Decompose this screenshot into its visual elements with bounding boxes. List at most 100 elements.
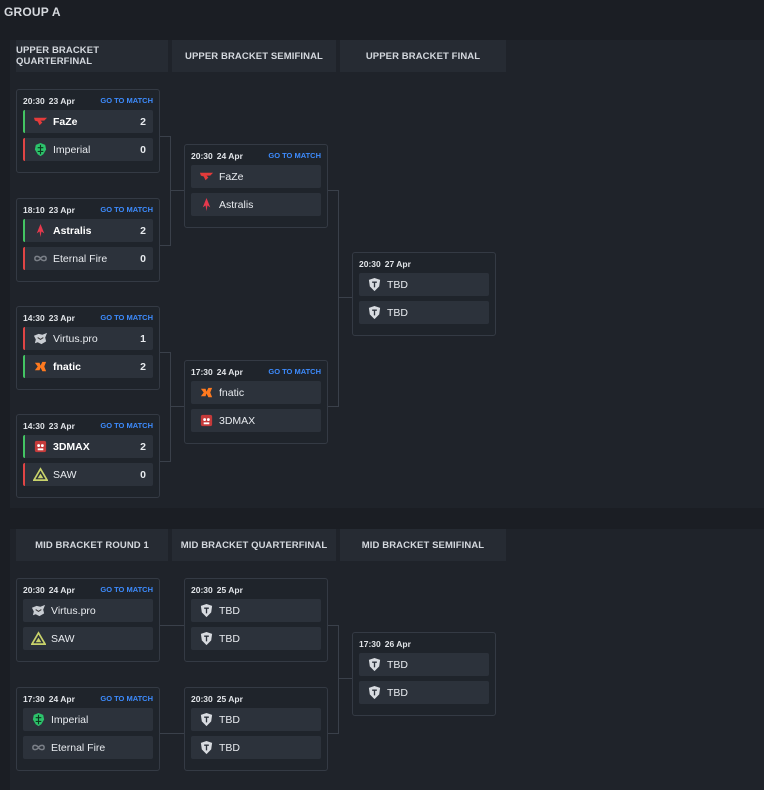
team-row[interactable]: TBD [359, 273, 489, 296]
tbd-shield-logo-icon [198, 603, 214, 619]
go-to-match-link[interactable]: GO TO MATCH [100, 205, 153, 214]
3dmax-logo-icon [198, 413, 214, 429]
go-to-match-link[interactable]: GO TO MATCH [268, 367, 321, 376]
team-score: 2 [140, 440, 146, 453]
connector-line [160, 461, 170, 462]
connector-line [328, 406, 338, 407]
go-to-match-link[interactable]: GO TO MATCH [100, 421, 153, 430]
connector-line [170, 190, 184, 191]
go-to-match-link[interactable]: GO TO MATCH [100, 585, 153, 594]
saw-logo-icon [30, 631, 46, 647]
team-row[interactable]: TBD [359, 301, 489, 324]
team-name: TBD [219, 632, 240, 645]
match-time: 17:30 [23, 694, 45, 704]
team-row[interactable]: TBD [191, 708, 321, 731]
team-name: 3DMAX [219, 414, 256, 427]
match-date: 23 Apr [48, 96, 75, 106]
team-name: Virtus.pro [51, 604, 96, 617]
team-row[interactable]: TBD [359, 681, 489, 704]
tbd-shield-logo-icon [366, 657, 382, 673]
team-row[interactable]: SAW 0 [23, 463, 153, 486]
header-mid-semifinal: MID BRACKET SEMIFINAL [340, 529, 506, 561]
astralis-logo-icon [198, 197, 214, 213]
team-row[interactable]: Astralis [191, 193, 321, 216]
tbd-shield-logo-icon [366, 305, 382, 321]
team-score: 0 [140, 468, 146, 481]
match-date: 24 Apr [48, 585, 75, 595]
match-time: 20:30 [191, 694, 213, 704]
team-name: TBD [387, 278, 408, 291]
team-row[interactable]: TBD [191, 599, 321, 622]
virtuspro-logo-icon [32, 331, 48, 347]
match-date: 24 Apr [216, 151, 243, 161]
team-name: TBD [387, 306, 408, 319]
match-date: 24 Apr [48, 694, 75, 704]
team-name: TBD [387, 686, 408, 699]
go-to-match-link[interactable]: GO TO MATCH [100, 694, 153, 703]
team-row[interactable]: 3DMAX [191, 409, 321, 432]
match-time: 20:30 [191, 151, 213, 161]
team-row[interactable]: Eternal Fire 0 [23, 247, 153, 270]
team-row[interactable]: FaZe [191, 165, 321, 188]
connector-line [160, 352, 170, 353]
header-mid-round-1: MID BRACKET ROUND 1 [16, 529, 168, 561]
team-name: fnatic [219, 386, 245, 399]
team-name: Imperial [53, 143, 91, 156]
match-date: 27 Apr [384, 259, 411, 269]
eternal-fire-logo-icon [32, 251, 48, 267]
team-name: Eternal Fire [53, 252, 108, 265]
team-row[interactable]: Imperial [23, 708, 153, 731]
team-name: SAW [53, 468, 77, 481]
go-to-match-link[interactable]: GO TO MATCH [100, 313, 153, 322]
team-row[interactable]: SAW [23, 627, 153, 650]
match-time: 20:30 [359, 259, 381, 269]
match-time: 20:30 [191, 585, 213, 595]
go-to-match-link[interactable]: GO TO MATCH [268, 151, 321, 160]
connector-line [328, 625, 338, 626]
header-upper-final: UPPER BRACKET FINAL [340, 40, 506, 72]
team-row[interactable]: TBD [359, 653, 489, 676]
team-name: Eternal Fire [51, 741, 106, 754]
go-to-match-link[interactable]: GO TO MATCH [100, 96, 153, 105]
team-row[interactable]: Eternal Fire [23, 736, 153, 759]
faze-logo-icon [198, 169, 214, 185]
team-score: 0 [140, 252, 146, 265]
team-row[interactable]: fnatic [191, 381, 321, 404]
team-row[interactable]: Virtus.pro [23, 599, 153, 622]
team-name: TBD [219, 741, 240, 754]
fnatic-logo-icon [32, 359, 48, 375]
virtuspro-logo-icon [30, 603, 46, 619]
match-date: 25 Apr [216, 585, 243, 595]
team-row[interactable]: TBD [191, 736, 321, 759]
match-time: 20:30 [23, 96, 45, 106]
match-time: 14:30 [23, 313, 45, 323]
tbd-shield-logo-icon [198, 712, 214, 728]
team-row[interactable]: TBD [191, 627, 321, 650]
